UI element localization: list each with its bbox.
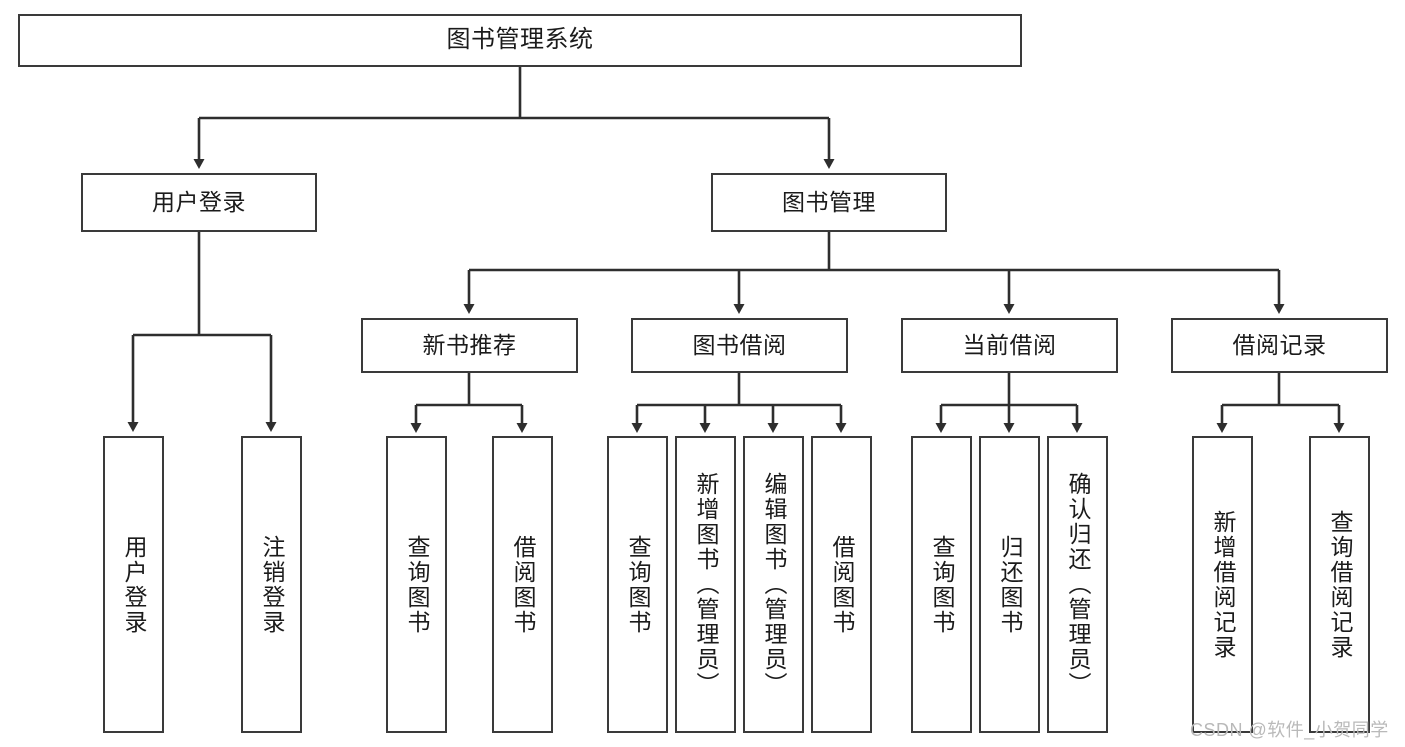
- node-label: 图书借阅: [692, 331, 787, 358]
- node-label: 新增借阅记录: [1210, 509, 1236, 660]
- node-label: 新书推荐: [422, 331, 517, 358]
- leaf-query-book-recommend[interactable]: 查询图书: [386, 436, 447, 733]
- node-label: 归还图书: [997, 534, 1023, 635]
- node-label: 确认归还（管理员）: [1065, 472, 1091, 697]
- leaf-borrow-book-recommend[interactable]: 借阅图书: [492, 436, 553, 733]
- node-current-borrow[interactable]: 当前借阅: [901, 318, 1118, 373]
- leaf-query-book-borrow[interactable]: 查询图书: [607, 436, 668, 733]
- node-label: 图书管理系统: [446, 26, 594, 54]
- leaf-logout[interactable]: 注销登录: [241, 436, 302, 733]
- node-label: 当前借阅: [962, 331, 1057, 358]
- node-label: 借阅图书: [829, 534, 855, 635]
- node-label: 注销登录: [259, 534, 285, 635]
- node-label: 借阅图书: [510, 534, 536, 635]
- node-label: 新增图书（管理员）: [693, 472, 719, 697]
- leaf-confirm-return-admin[interactable]: 确认归还（管理员）: [1047, 436, 1108, 733]
- node-label: 用户登录: [121, 534, 147, 635]
- node-new-book-recommendation[interactable]: 新书推荐: [361, 318, 578, 373]
- leaf-add-borrow-record[interactable]: 新增借阅记录: [1192, 436, 1253, 733]
- node-label: 图书管理: [782, 188, 876, 215]
- node-root-book-management-system[interactable]: 图书管理系统: [18, 14, 1022, 67]
- node-user-login[interactable]: 用户登录: [81, 173, 317, 232]
- leaf-borrow-book[interactable]: 借阅图书: [811, 436, 872, 733]
- node-label: 查询借阅记录: [1327, 509, 1353, 660]
- node-label: 查询图书: [625, 534, 651, 635]
- leaf-edit-book-admin[interactable]: 编辑图书（管理员）: [743, 436, 804, 733]
- node-borrow-record[interactable]: 借阅记录: [1171, 318, 1388, 373]
- leaf-query-book-current[interactable]: 查询图书: [911, 436, 972, 733]
- node-label: 编辑图书（管理员）: [761, 472, 787, 697]
- leaf-return-book[interactable]: 归还图书: [979, 436, 1040, 733]
- node-label: 用户登录: [152, 188, 246, 215]
- leaf-add-book-admin[interactable]: 新增图书（管理员）: [675, 436, 736, 733]
- node-label: 查询图书: [929, 534, 955, 635]
- leaf-query-borrow-record[interactable]: 查询借阅记录: [1309, 436, 1370, 733]
- node-book-management[interactable]: 图书管理: [711, 173, 947, 232]
- watermark-text: CSDN @软件_小贺同学: [1190, 720, 1389, 740]
- node-label: 查询图书: [404, 534, 430, 635]
- node-book-borrow[interactable]: 图书借阅: [631, 318, 848, 373]
- leaf-user-login[interactable]: 用户登录: [103, 436, 164, 733]
- node-label: 借阅记录: [1232, 331, 1327, 358]
